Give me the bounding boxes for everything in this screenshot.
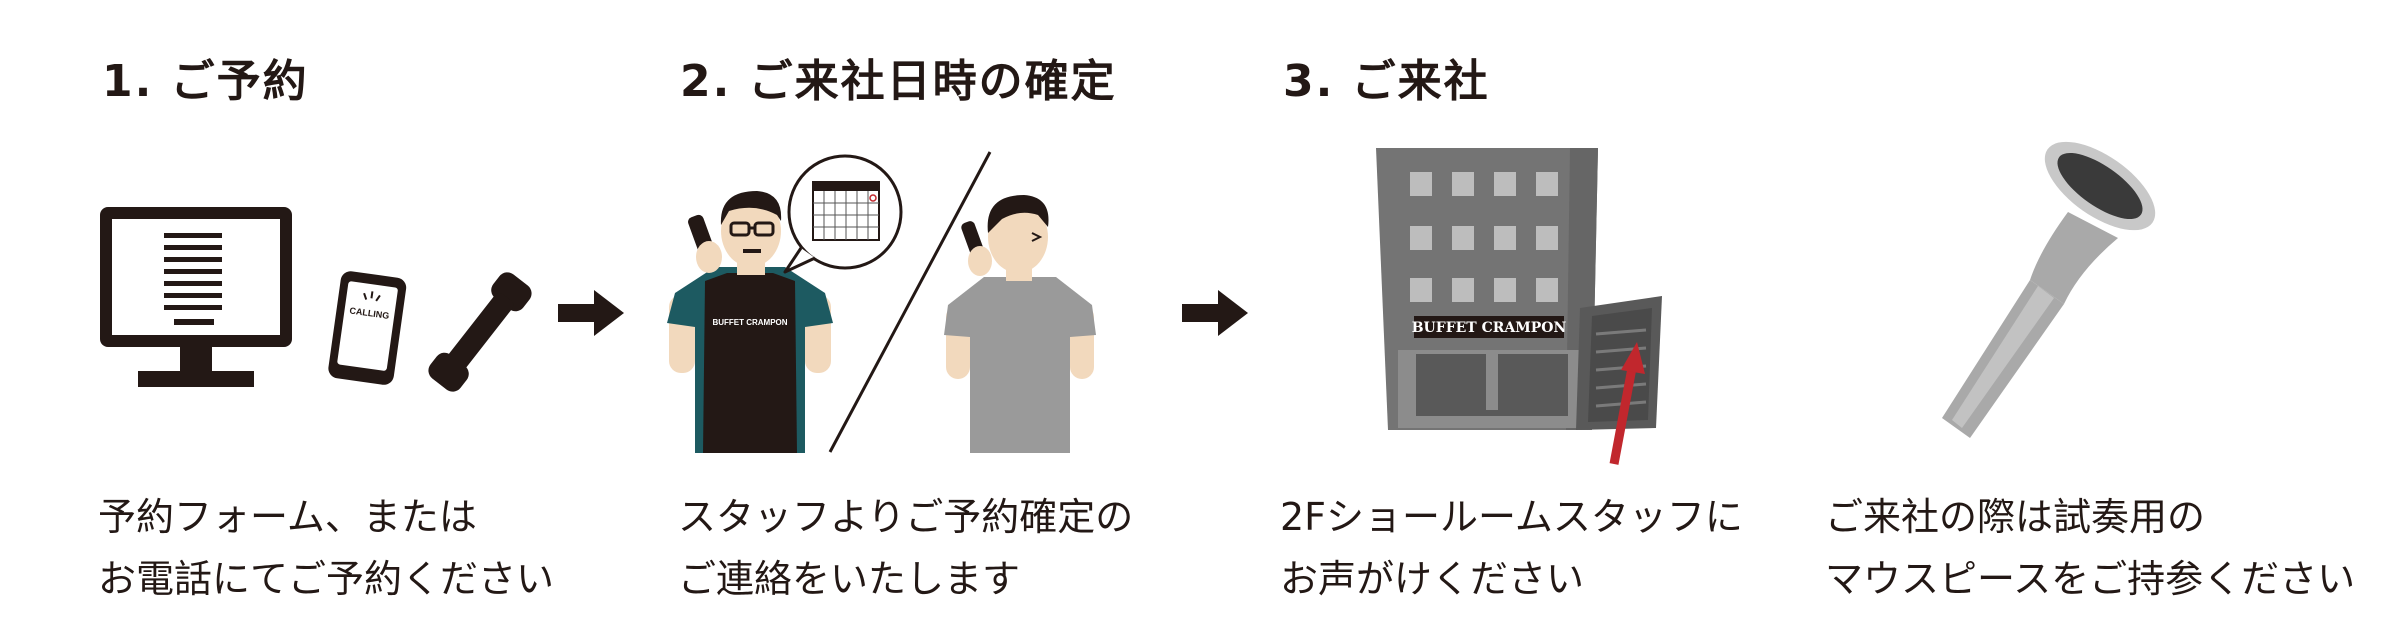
- step-3-title: 3. ご来社: [1283, 56, 1490, 107]
- step-1-caption: 予約フォーム、または お電話にてご予約ください: [98, 486, 554, 610]
- monitor-icon: [100, 207, 292, 387]
- step-4-caption: ご来社の際は試奏用の マウスピースをご持参ください: [1825, 486, 2355, 610]
- calendar-speech-bubble: [783, 154, 903, 274]
- step-2-caption: スタッフよりご予約確定の ご連絡をいたします: [678, 486, 1133, 610]
- caption-line: ご連絡をいたします: [678, 557, 1021, 601]
- arrow-right-icon: [558, 290, 624, 336]
- customer-person: [944, 195, 1096, 453]
- staff-apron-text: BUFFET CRAMPON: [712, 318, 787, 327]
- smartphone-icon: CALLING: [328, 271, 407, 385]
- building-sign-text: BUFFET CRAMPON: [1412, 320, 1567, 336]
- calendar-icon: [812, 181, 880, 241]
- arrow-right-icon: [1182, 290, 1248, 336]
- caption-line: お声がけください: [1280, 557, 1585, 601]
- caption-line: 2Fショールームスタッフに: [1280, 495, 1743, 539]
- building-icon: BUFFET CRAMPON: [1376, 148, 1662, 465]
- caption-line: マウスピースをご持参ください: [1825, 557, 2356, 601]
- step-2-title: 2. ご来社日時の確定: [680, 56, 1117, 107]
- telephone-handset-icon: [428, 272, 532, 392]
- mouthpiece-icon: [1942, 141, 2156, 438]
- staff-person: BUFFET CRAMPON: [667, 191, 833, 453]
- caption-line: スタッフよりご予約確定の: [678, 495, 1134, 539]
- step-1-title: 1. ご予約: [102, 56, 309, 107]
- divider-slash: [828, 151, 992, 453]
- caption-line: ご来社の際は試奏用の: [1825, 495, 2206, 539]
- caption-line: 予約フォーム、または: [98, 495, 477, 539]
- step-3-caption: 2Fショールームスタッフに お声がけください: [1280, 486, 1743, 610]
- caption-line: お電話にてご予約ください: [98, 557, 555, 601]
